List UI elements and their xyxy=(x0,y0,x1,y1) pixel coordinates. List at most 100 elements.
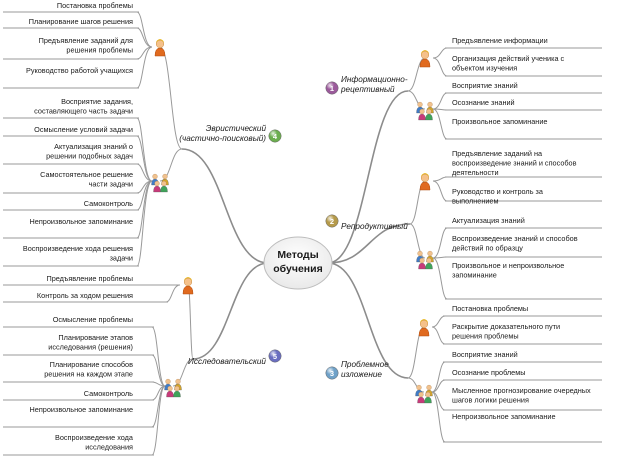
activity-text-line: Самоконтроль xyxy=(84,389,133,398)
activity-item: Актуализация знаний xyxy=(452,216,525,225)
teacher-icon xyxy=(419,50,431,68)
activity-text-line: Произвольное запоминание xyxy=(452,117,547,126)
activity-item: Руководство работой учащихся xyxy=(26,66,133,75)
activity-item: Планирование шагов решения xyxy=(29,17,133,26)
student-activity-group: Восприятие задания,составляющего часть з… xyxy=(23,97,169,262)
branch-number: 1 xyxy=(330,84,334,93)
branch-number: 3 xyxy=(330,369,334,378)
branch-label-line: (частично-поисковый) xyxy=(179,134,266,143)
activity-item: Осознание знаний xyxy=(452,98,515,107)
activity-text-line: Планирование способов xyxy=(50,360,134,369)
activity-item: Непроизвольное запоминание xyxy=(30,217,134,226)
branch-number-badge: 5 xyxy=(268,349,282,363)
activity-text-line: составляющего часть задачи xyxy=(34,106,133,115)
branch-number-badge: 4 xyxy=(268,129,282,143)
students-group-icon xyxy=(416,101,434,121)
activity-text-line: Постановка проблемы xyxy=(452,304,528,313)
activity-text-line: Предъявление проблемы xyxy=(46,274,133,283)
activity-text-line: решения проблемы xyxy=(66,45,133,54)
activity-text-line: Контроль за ходом решения xyxy=(37,291,133,300)
activity-text-line: Осознание знаний xyxy=(452,98,515,107)
teacher-icon xyxy=(418,319,430,337)
activity-text-line: Восприятие знаний xyxy=(452,350,518,359)
activity-text-line: Самостоятельное решение xyxy=(40,170,133,179)
branch-number-badge: 1 xyxy=(325,81,339,95)
activity-text-line: Непроизвольное запоминание xyxy=(30,405,134,414)
students-group-icon xyxy=(164,378,182,398)
branch-4: 4 Эвристический(частично-поисковый) Постан… xyxy=(23,1,282,262)
branch-number-badge: 3 xyxy=(325,366,339,380)
branch-label-line: Исследовательский xyxy=(188,357,266,366)
activity-text-line: Предъявление заданий на xyxy=(452,149,543,158)
activity-item: Воспроизведение знаний и способовдействи… xyxy=(452,234,578,252)
activity-item: Самоконтроль xyxy=(84,199,133,208)
activity-text-line: Восприятие задания, xyxy=(61,97,133,106)
activity-item: Восприятие знаний xyxy=(452,350,518,359)
activity-text-line: части задачи xyxy=(89,179,133,188)
activity-text-line: Раскрытие доказательного пути xyxy=(452,322,560,331)
center-node: Методы обучения xyxy=(263,236,333,290)
activity-text-line: Актуализация знаний о xyxy=(54,142,133,151)
branch-label-line: рецептивный xyxy=(340,85,395,94)
activity-text-line: Актуализация знаний xyxy=(452,216,525,225)
activity-item: Восприятие знаний xyxy=(452,81,518,90)
activity-text-line: Постановка проблемы xyxy=(57,1,133,10)
activity-text-line: Мысленное прогнозирование очередных xyxy=(452,386,591,395)
students-group-icon xyxy=(415,384,433,404)
activity-item: Осознание проблемы xyxy=(452,368,526,377)
activity-text-line: выполнением xyxy=(452,196,499,205)
activity-item: Осмысление проблемы xyxy=(53,315,133,324)
activity-text-line: объектом изучения xyxy=(452,63,517,72)
activity-item: Произвольное запоминание xyxy=(452,117,547,126)
teacher-icon xyxy=(182,277,194,295)
activity-item: Предъявление проблемы xyxy=(46,274,133,283)
branch-1: 1 Информационно-рецептивный Предъявление и… xyxy=(325,36,565,126)
activity-text-line: Предъявление заданий для xyxy=(39,36,133,45)
activity-item: Контроль за ходом решения xyxy=(37,291,133,300)
teacher-icon xyxy=(154,39,166,57)
activity-text-line: Воспроизведение знаний и способов xyxy=(452,234,578,243)
activity-text-line: Планирование шагов решения xyxy=(29,17,133,26)
activity-text-line: Организация действий ученика с xyxy=(452,54,565,63)
activity-text-line: решения на каждом этапе xyxy=(44,369,133,378)
branch-label-line: изложение xyxy=(341,370,382,379)
activity-text-line: решения проблемы xyxy=(452,331,519,340)
activity-text-line: Предъявление информации xyxy=(452,36,548,45)
activity-text-line: решении подобных задач xyxy=(46,151,133,160)
activity-item: Предъявление информации xyxy=(452,36,548,45)
branch-number: 2 xyxy=(330,217,334,226)
branch-label-line: Информационно- xyxy=(341,75,408,84)
activity-text-line: шагов логики решения xyxy=(452,395,529,404)
activity-text-line: Планирование этапов xyxy=(58,333,133,342)
branch-number-badge: 2 xyxy=(325,214,339,228)
activity-text-line: Воспроизведение хода решения xyxy=(23,244,133,253)
activity-text-line: Осознание проблемы xyxy=(452,368,526,377)
center-title-line-2: обучения xyxy=(273,263,322,275)
activity-item: Постановка проблемы xyxy=(57,1,133,10)
activity-text-line: Руководство и контроль за xyxy=(452,187,544,196)
activity-item: Самоконтроль xyxy=(84,389,133,398)
activity-item: Мысленное прогнозирование очередныхшагов… xyxy=(452,386,591,404)
activity-item: Восприятие задания,составляющего часть з… xyxy=(34,97,133,115)
branch-number: 4 xyxy=(273,132,278,141)
activity-text-line: исследования (решения) xyxy=(48,342,133,351)
activity-text-line: Восприятие знаний xyxy=(452,81,518,90)
branch-label-line: Эвристический xyxy=(206,124,267,133)
activity-text-line: Осмысление условий задачи xyxy=(34,125,133,134)
activity-text-line: воспроизведение знаний и способов xyxy=(452,158,577,167)
activity-text-line: Воспроизведение хода xyxy=(55,433,134,442)
